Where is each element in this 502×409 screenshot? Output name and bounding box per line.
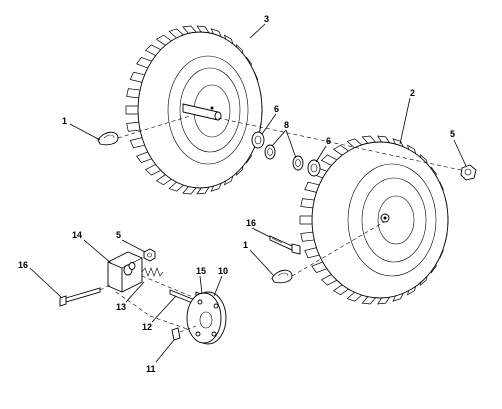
callout-shaft: 12 (142, 322, 152, 332)
callout-washer-a: 6 (274, 104, 279, 114)
callout-spacer: 13 (116, 302, 126, 312)
washer-a-hole (254, 135, 262, 145)
leader-bolt-left (29, 267, 63, 299)
callout-key: 15 (196, 266, 206, 276)
callout-nut-hub: 5 (116, 230, 121, 240)
callout-nut-right: 5 (450, 129, 455, 139)
callout-pin-left: 1 (62, 116, 67, 126)
hairpin-left (97, 115, 191, 146)
callout-washer-b: 6 (326, 136, 331, 146)
wheel-left-rim-inner (179, 67, 241, 153)
wheel-left-axle-end (214, 111, 222, 121)
callout-pin-right: 1 (243, 240, 248, 250)
leader-bracket (83, 239, 113, 265)
washer-c-1 (264, 144, 276, 160)
washer-a (251, 131, 265, 149)
washer-c-2 (292, 155, 304, 171)
axle-centerline (217, 117, 471, 173)
wheel-left (125, 25, 263, 195)
washer-set (251, 131, 321, 177)
wheel-right (299, 135, 449, 305)
leader-washer-a (261, 113, 277, 135)
leader-hub (213, 275, 223, 297)
spring-spacer (141, 267, 201, 301)
callout-washer-c: 8 (284, 120, 289, 130)
wheel-left-rim (167, 55, 249, 165)
callout-wheel-right: 2 (410, 88, 415, 98)
leader-wheel-right (399, 97, 411, 145)
leader-nut-hub (121, 239, 146, 253)
bracket (107, 251, 143, 293)
align-line-2 (149, 315, 191, 331)
washer-b (307, 159, 321, 177)
wheel-left-axle-hole (210, 106, 214, 110)
leader-washer-c-1 (271, 129, 287, 147)
leader-washer-c-2 (285, 129, 297, 159)
leader-washer-b (315, 145, 327, 163)
wheel-right-rim-boss (377, 195, 415, 245)
bolt-left (59, 283, 113, 307)
washer-c-2-hole (295, 159, 301, 167)
leader-pin-right (249, 249, 275, 277)
callout-bolt-right: 16 (246, 218, 256, 228)
wheel-right-rim-inner (361, 177, 427, 263)
setscrew (171, 325, 197, 341)
leader-spacer (125, 281, 145, 303)
hub-plate (186, 291, 227, 345)
callout-wheel-left: 3 (264, 14, 269, 24)
washer-b-hole (310, 163, 318, 173)
leader-key (199, 275, 203, 295)
hairpin-right (271, 221, 385, 284)
leader-shaft (151, 295, 177, 323)
wheel-right-hub-center (383, 216, 387, 220)
callout-setscrew: 11 (146, 364, 156, 374)
wheel-right-rim (347, 163, 437, 277)
bolt-right (269, 235, 301, 255)
leader-bolt-right (251, 227, 271, 238)
leader-setscrew (155, 339, 175, 363)
wheel-right-tire-sidewall (311, 141, 449, 299)
callout-bolt-left: 16 (18, 260, 28, 270)
leader-pin-left (69, 123, 101, 141)
callout-hub: 10 (218, 266, 228, 276)
leader-wheel-left (249, 23, 266, 39)
nut-right (460, 164, 477, 181)
callout-bracket: 14 (72, 230, 82, 240)
washer-c-1-hole (267, 148, 273, 156)
leader-nut-right (453, 139, 467, 167)
nut-hub (143, 248, 156, 262)
